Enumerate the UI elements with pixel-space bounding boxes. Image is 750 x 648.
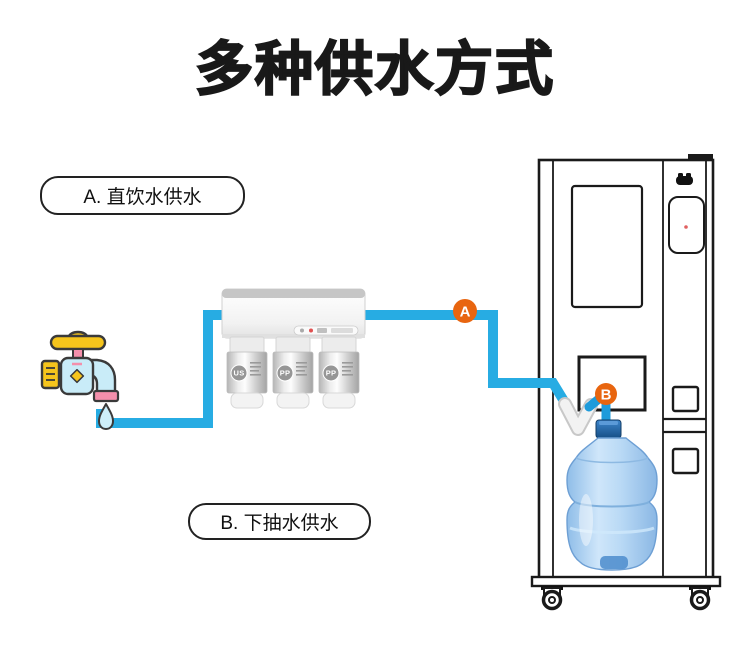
faucet-diamond <box>69 368 85 384</box>
page-title: 多种供水方式 <box>194 36 555 103</box>
machine-base <box>530 575 722 588</box>
water-bottle <box>566 419 658 571</box>
filter-cartridge-2: PP <box>272 336 314 409</box>
marker-b-label: B <box>601 387 612 404</box>
caster-wheel-right <box>689 586 711 611</box>
faucet-spout-cap <box>92 389 120 403</box>
pump-tube-white <box>560 399 596 434</box>
water-drop-icon <box>98 403 114 430</box>
filter-unit: US PP PP <box>221 288 366 409</box>
filter-cartridge-3: PP <box>318 336 360 409</box>
indicator-dot <box>684 225 688 229</box>
marker-a-label: A <box>460 304 471 321</box>
machine-top-vent <box>688 154 713 160</box>
marker-a: A <box>453 299 477 323</box>
filter-cartridge-1: US <box>226 336 268 409</box>
machine-side-panel <box>668 196 705 254</box>
callout-b: B. 下抽水供水 <box>188 503 371 540</box>
callout-b-label: B. 下抽水供水 <box>220 513 339 534</box>
bottle-valve <box>600 556 628 569</box>
machine-screen <box>570 184 644 309</box>
callout-a: A. 直饮水供水 <box>40 176 245 215</box>
faucet-handle <box>49 334 107 351</box>
filter-control-panel <box>293 325 359 336</box>
callout-a-label: A. 直饮水供水 <box>83 187 202 208</box>
bottle-body <box>566 437 658 571</box>
filter-housing-lip <box>222 289 365 298</box>
faucet-icon <box>40 330 120 430</box>
side-button-1 <box>671 385 700 413</box>
marker-b: B <box>595 383 617 405</box>
cartridge-badge-3: PP <box>326 369 337 378</box>
camera-icon <box>676 173 693 185</box>
caster-wheel-left <box>541 586 563 611</box>
side-button-2 <box>671 447 700 475</box>
cartridge-badge-1: US <box>233 369 244 378</box>
cartridge-badge-2: PP <box>280 369 291 378</box>
